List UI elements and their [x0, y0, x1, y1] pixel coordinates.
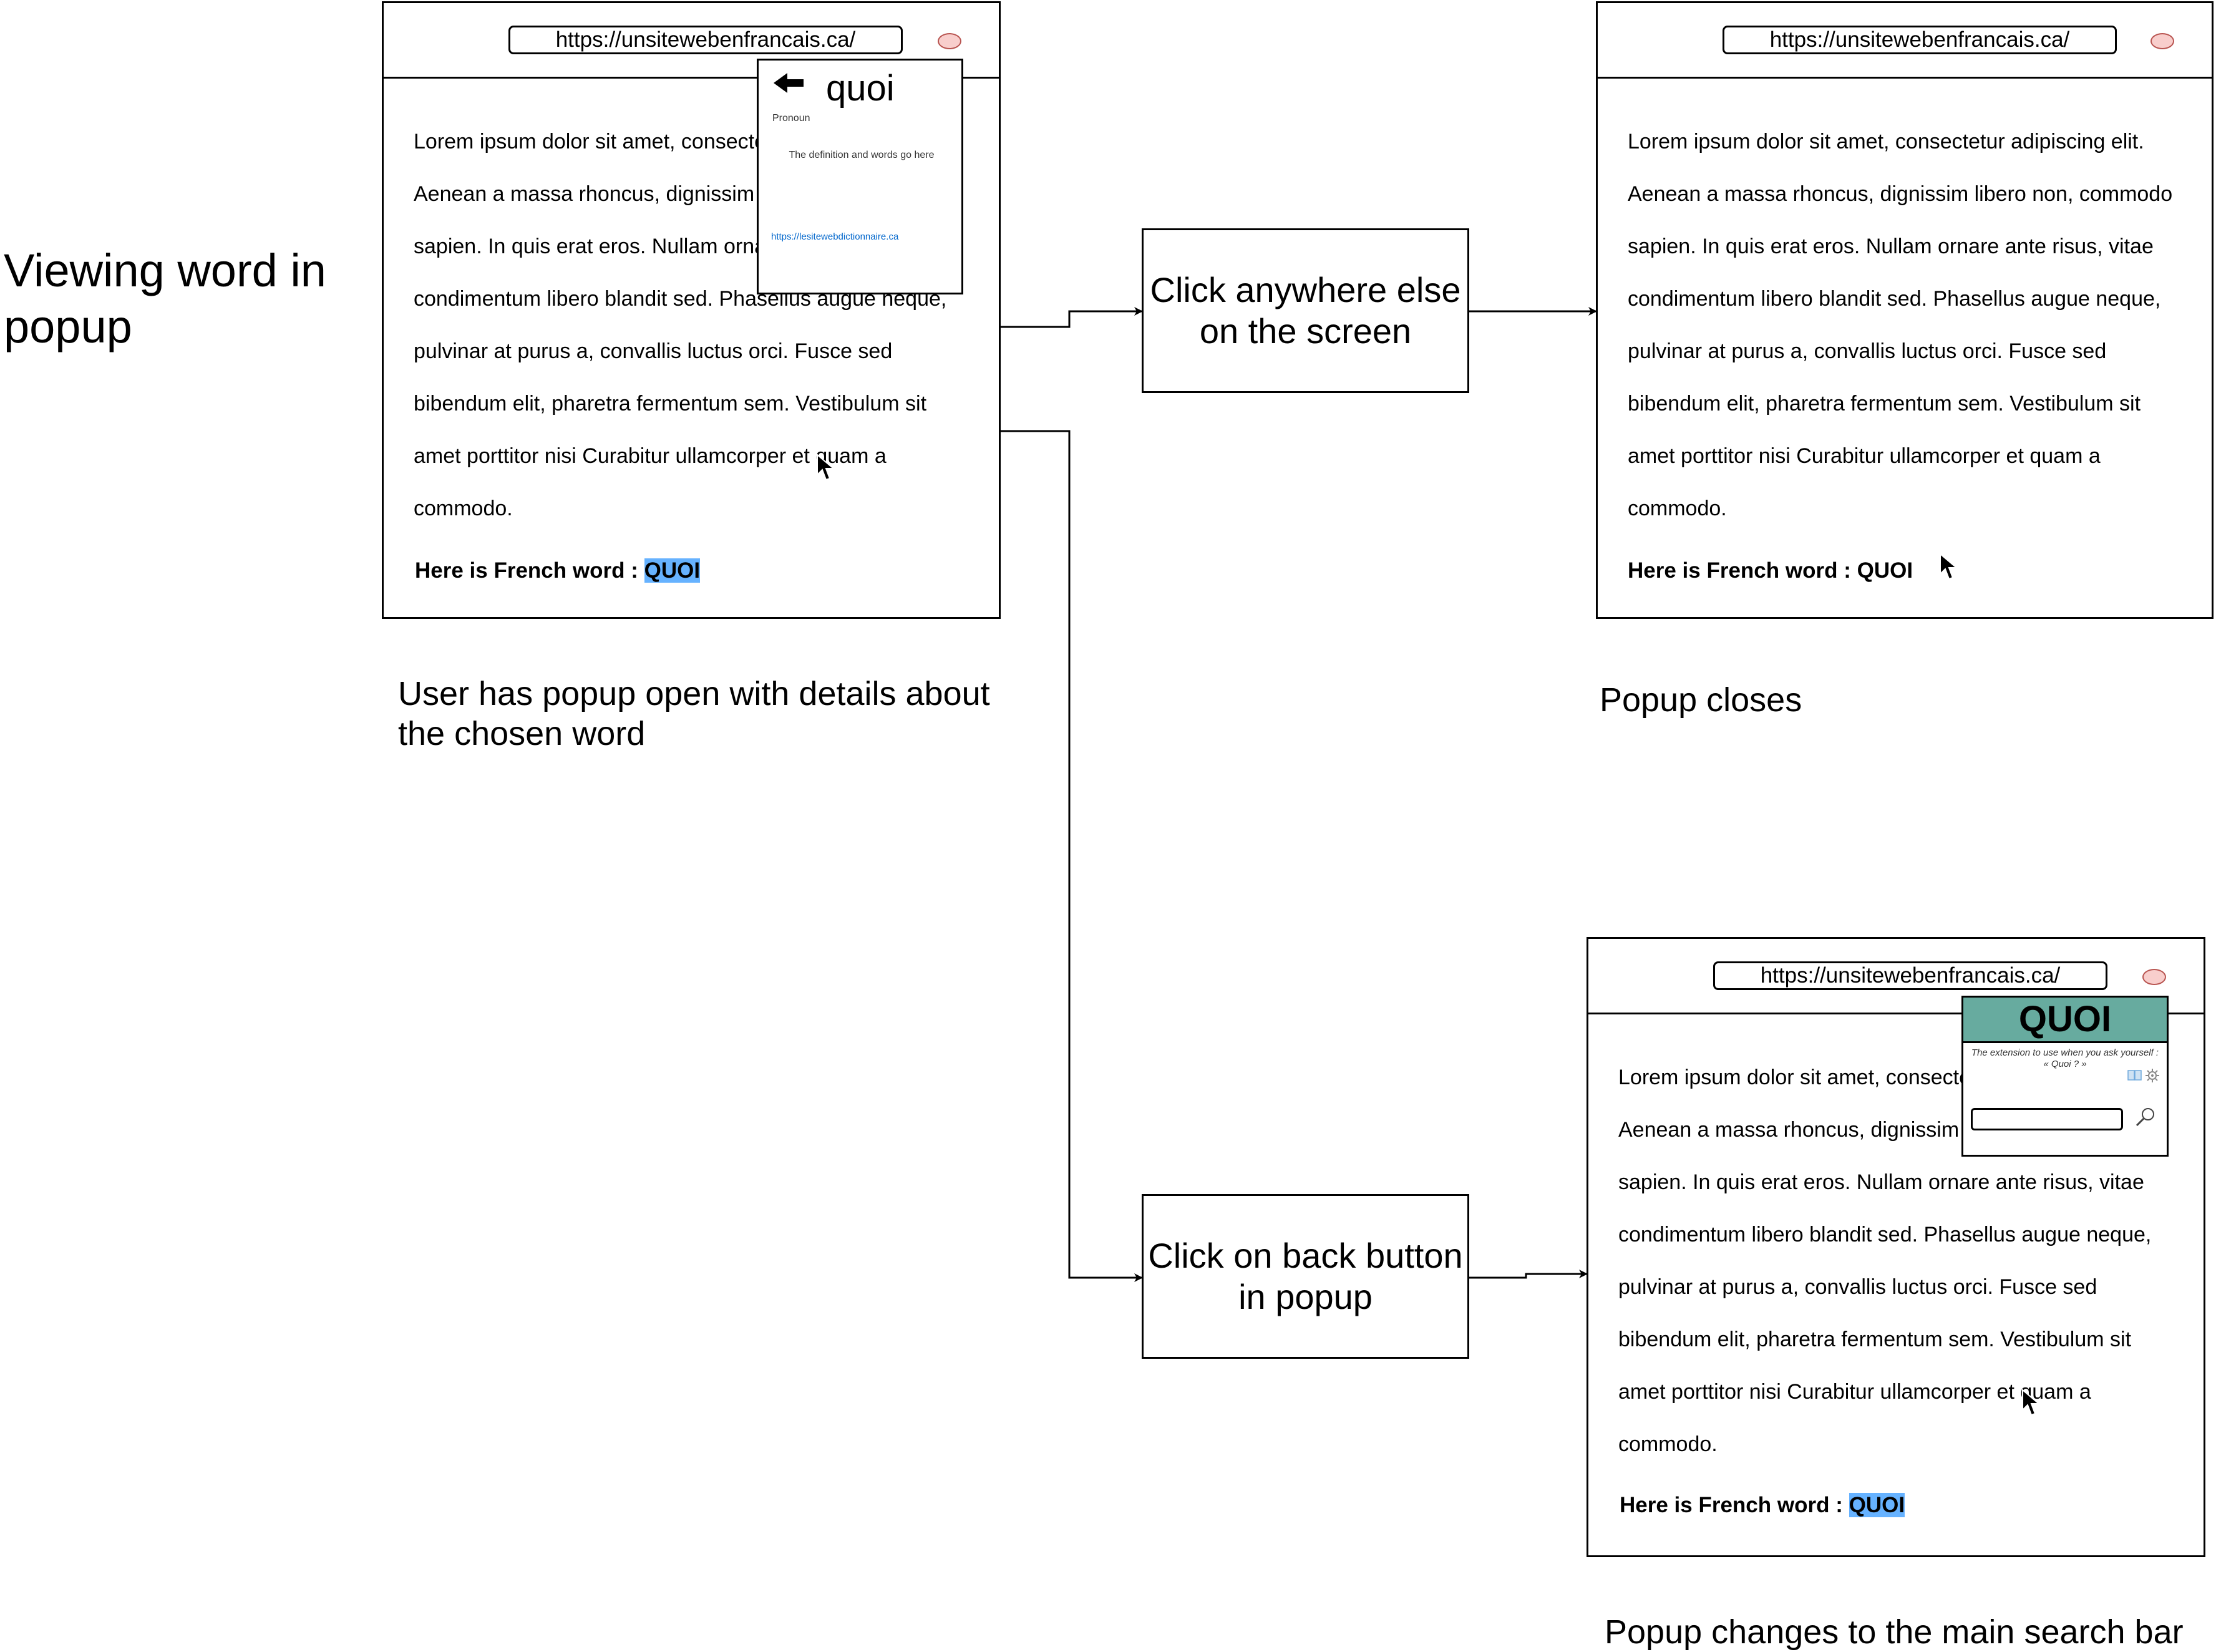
browser-header: https://unsitewebenfrancais.ca/ [1588, 939, 2204, 1014]
mouse-cursor-icon [1940, 553, 1958, 580]
lorem-line: commodo. [414, 497, 513, 520]
brand-header: QUOI [1963, 998, 2167, 1043]
step-click-anywhere-else: Click anywhere else on the screen [1142, 228, 1469, 393]
french-word-highlighted[interactable]: QUOI [1849, 1493, 1905, 1517]
url-bar[interactable]: https://unsitewebenfrancais.ca/ [1723, 26, 2117, 54]
french-word-line: Here is French word : QUOI [1620, 1493, 1905, 1518]
arrow-to-click-elsewhere [1000, 307, 1143, 328]
part-of-speech: Pronoun [772, 113, 810, 124]
french-word[interactable]: QUOI [1857, 558, 1913, 583]
lorem-line: bibendum elit, pharetra fermentum sem. V… [1618, 1328, 2132, 1351]
lorem-line: bibendum elit, pharetra fermentum sem. V… [414, 392, 927, 415]
close-dot-icon[interactable] [938, 33, 961, 49]
lorem-text: Lorem ipsum dolor sit amet, consectetur … [1628, 115, 2172, 535]
browser-header: https://unsitewebenfrancais.ca/ [384, 3, 999, 79]
book-icon[interactable] [2127, 1069, 2143, 1082]
mouse-cursor-icon [817, 454, 835, 481]
french-word-highlighted[interactable]: QUOI [644, 558, 701, 583]
caption-search-bar: Popup changes to the main search bar [1605, 1613, 2184, 1651]
tagline: The extension to use when you ask yourse… [1971, 1047, 2159, 1069]
browser-window-popup-closed: https://unsitewebenfrancais.ca/ Lorem ip… [1596, 1, 2214, 619]
lorem-line: amet porttitor nisi Curabitur ullamcorpe… [1618, 1380, 2091, 1404]
lorem-line: Aenean a massa rhoncus, dignissim libero… [1628, 182, 2173, 206]
lorem-line: amet porttitor nisi Curabitur ullamcorpe… [414, 444, 887, 468]
french-label: Here is French word : [415, 558, 644, 583]
close-dot-icon[interactable] [2150, 33, 2174, 49]
url-bar[interactable]: https://unsitewebenfrancais.ca/ [508, 26, 903, 54]
lorem-line: pulvinar at purus a, convallis luctus or… [1618, 1275, 2097, 1299]
lorem-line: commodo. [1628, 497, 1727, 520]
arrow-to-click-back [1000, 430, 1143, 1282]
popup-word: quoi [826, 68, 895, 109]
lorem-line: bibendum elit, pharetra fermentum sem. V… [1628, 392, 2141, 415]
caption-popup-closes: Popup closes [1600, 681, 1802, 719]
back-arrow-icon[interactable] [772, 72, 805, 94]
diagram-title: Viewing word in popup [4, 245, 326, 352]
french-label: Here is French word : [1628, 558, 1857, 583]
extension-search-popup: QUOI The extension to use when you ask y… [1961, 996, 2169, 1157]
lorem-line: Lorem ipsum dolor sit amet, consectetur … [1628, 130, 2144, 153]
gear-icon[interactable] [2144, 1067, 2160, 1084]
lorem-line: commodo. [1618, 1432, 1718, 1456]
caption-popup-open: User has popup open with details about t… [398, 675, 990, 752]
search-icon[interactable] [2134, 1106, 2157, 1129]
arrow-to-search-bar [1469, 1270, 1588, 1279]
browser-header: https://unsitewebenfrancais.ca/ [1598, 3, 2212, 79]
word-definition-popup: quoi Pronoun The definition and words go… [757, 59, 963, 294]
url-bar[interactable]: https://unsitewebenfrancais.ca/ [1713, 961, 2107, 990]
lorem-line: sapien. In quis erat eros. Nullam ornare… [1618, 1170, 2144, 1194]
french-label: Here is French word : [1620, 1493, 1849, 1517]
lorem-line: condimentum libero blandit sed. Phasellu… [1628, 287, 2161, 311]
french-word-line: Here is French word : QUOI [1628, 558, 1913, 583]
mouse-cursor-icon [2022, 1389, 2041, 1416]
lorem-line: amet porttitor nisi Curabitur ullamcorpe… [1628, 444, 2101, 468]
step-label: Click on back button in popup [1148, 1236, 1463, 1316]
definition-text: The definition and words go here [789, 150, 935, 160]
step-label: Click anywhere else on the screen [1150, 270, 1461, 351]
search-input[interactable] [1971, 1108, 2123, 1130]
dictionary-link[interactable]: https://lesitewebdictionnaire.ca [771, 231, 899, 242]
lorem-line: pulvinar at purus a, convallis luctus or… [414, 339, 893, 363]
french-word-line: Here is French word : QUOI [415, 558, 701, 583]
lorem-line: sapien. In quis erat eros. Nullam ornare… [1628, 235, 2154, 258]
close-dot-icon[interactable] [2142, 969, 2166, 985]
lorem-line: condimentum libero blandit sed. Phasellu… [1618, 1223, 2152, 1246]
lorem-line: pulvinar at purus a, convallis luctus or… [1628, 339, 2107, 363]
step-click-back-button: Click on back button in popup [1142, 1194, 1469, 1359]
